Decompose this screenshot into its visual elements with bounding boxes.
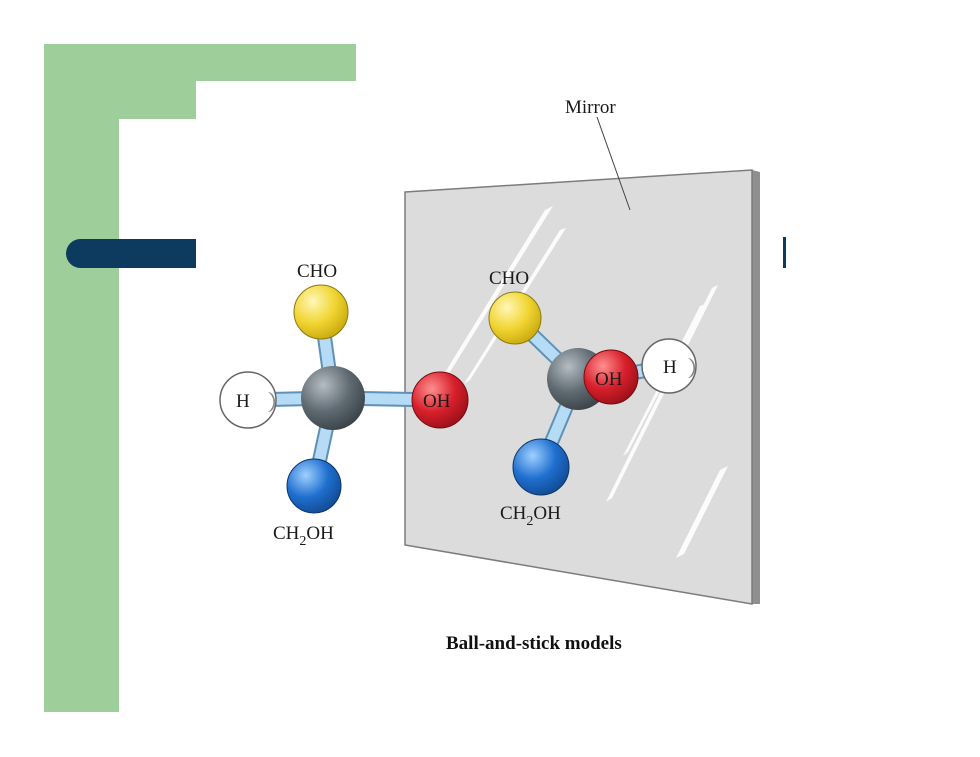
right-ch2oh-subscript: 2 — [526, 514, 533, 529]
right-cho-atom — [488, 291, 542, 345]
right-ch2oh-prefix: CH — [500, 503, 527, 524]
slide-accent-tick — [783, 237, 786, 268]
figure-caption: Ball-and-stick models — [446, 633, 622, 654]
left-cho-atom — [293, 284, 349, 340]
left-ch2oh-suffix: OH — [306, 523, 334, 544]
right-oh-label: OH — [595, 369, 623, 390]
mirror-label: Mirror — [565, 97, 616, 118]
left-h-label: H — [236, 391, 250, 412]
left-h-atom — [219, 371, 277, 429]
right-h-atom-shade — [688, 358, 695, 378]
left-ch2oh-subscript: 2 — [299, 534, 306, 549]
left-ch2oh-atom — [286, 458, 342, 514]
left-molecule — [219, 284, 469, 514]
right-h-label: H — [663, 357, 677, 378]
slide-frame-left-bar — [44, 44, 119, 712]
right-ch2oh-label: CH2OH — [500, 503, 561, 529]
right-molecule — [488, 291, 697, 496]
right-ch2oh-suffix: OH — [533, 503, 561, 524]
right-ch2oh-atom — [512, 438, 570, 496]
slide-frame-corner — [119, 81, 196, 119]
left-carbon-atom — [301, 366, 365, 430]
mirror-edge — [752, 170, 760, 604]
left-ch2oh-prefix: CH — [273, 523, 300, 544]
right-h-atom — [641, 338, 697, 394]
left-oh-atom — [411, 371, 469, 429]
left-ch2oh-label: CH2OH — [273, 523, 334, 549]
mirror-pointer-line — [596, 116, 631, 211]
left-oh-label: OH — [423, 391, 451, 412]
right-oh-atom — [583, 349, 639, 405]
right-cho-label: CHO — [489, 268, 529, 289]
slide-accent-bar — [66, 239, 196, 268]
left-cho-label: CHO — [297, 261, 337, 282]
left-h-atom-shade — [268, 392, 275, 412]
